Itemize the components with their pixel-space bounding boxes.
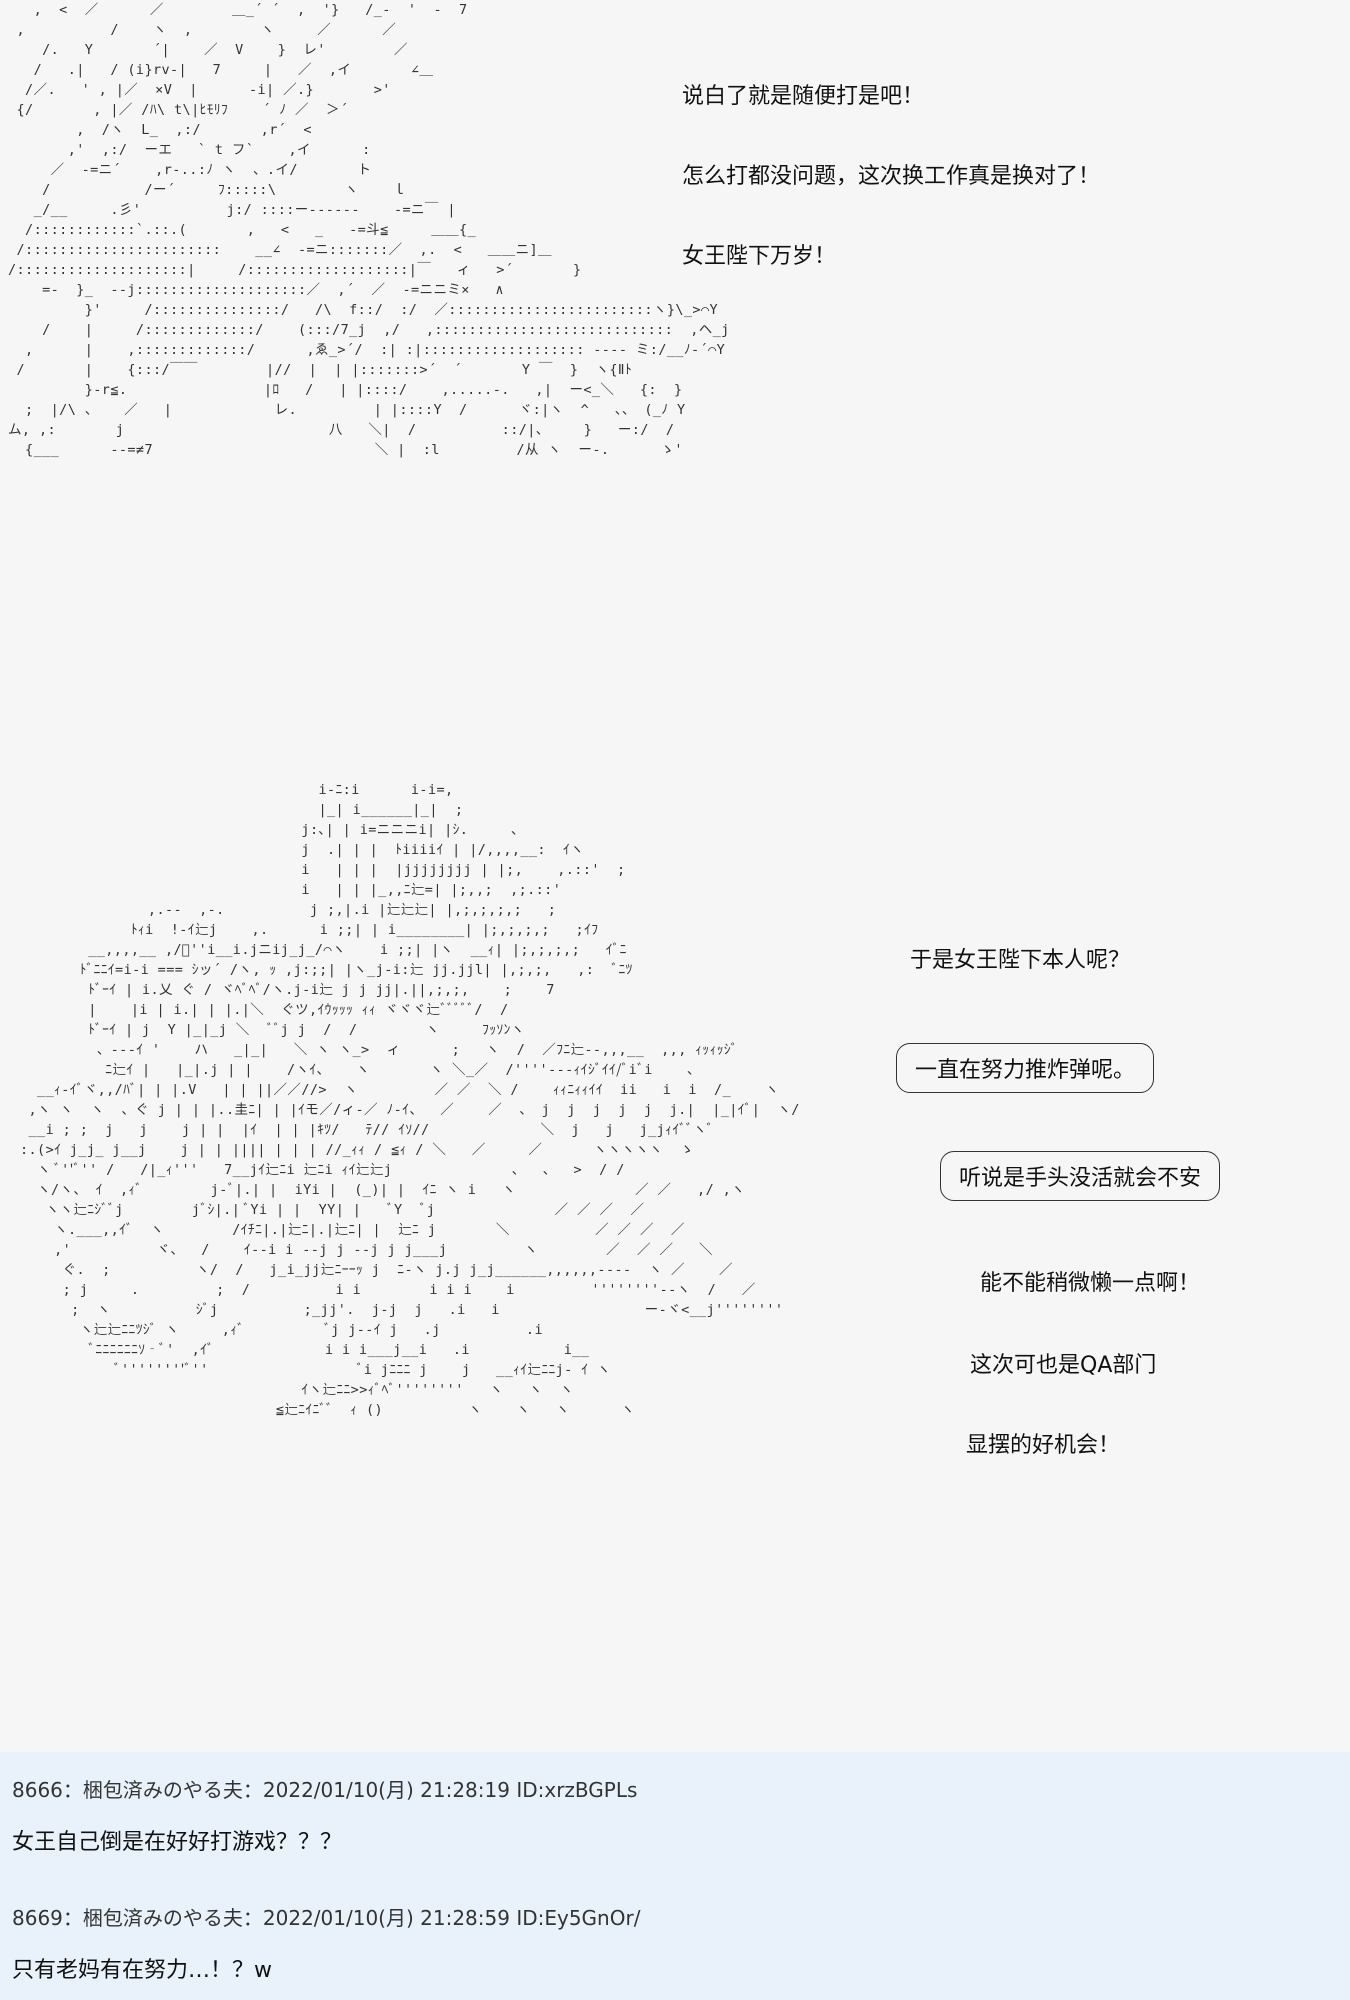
narration-line-1: 说白了就是随便打是吧！	[682, 84, 925, 109]
comment-section: 8666：梱包済みのやる夫：2022/01/10(月) 21:28:19 ID:…	[0, 1752, 1350, 2000]
post-body-8666: 女王自己倒是在好好打游戏？？？	[12, 1830, 343, 1855]
narration-question: 于是女王陛下本人呢？	[910, 948, 1131, 973]
speech-bubble-1: 一直在努力推炸弹呢。	[896, 1043, 1155, 1093]
post-header-8666: 8666：梱包済みのやる夫：2022/01/10(月) 21:28:19 ID:…	[12, 1778, 638, 1802]
post-body-8669: 只有老妈有在努力…！？w	[12, 1958, 272, 1983]
narration-line-6: 显摆的好机会！	[966, 1433, 1121, 1458]
narration-line-4: 能不能稍微懒一点啊！	[980, 1271, 1201, 1296]
narration-line-3: 女王陛下万岁！	[682, 244, 837, 269]
speech-bubble-2: 听说是手头没活就会不安	[940, 1151, 1221, 1201]
narration-line-2: 怎么打都没问题，这次换工作真是换对了！	[682, 164, 1101, 189]
ascii-art-top: , < ／ ／ ＿_´ ´ , '} /_- ' - 7 , / ヽ , ヽ ／…	[8, 2, 730, 458]
artwork-panel: , < ／ ／ ＿_´ ´ , '} /_- ' - 7 , / ヽ , ヽ ／…	[8, 2, 1221, 1458]
ascii-art-bottom: i-ﾆ:i i-i=, |_| i______|_| ; j:､| | i=ニニ…	[20, 782, 800, 1418]
narration-line-5: 这次可也是QA部门	[970, 1353, 1157, 1378]
post-header-8669: 8669：梱包済みのやる夫：2022/01/10(月) 21:28:59 ID:…	[12, 1906, 641, 1930]
